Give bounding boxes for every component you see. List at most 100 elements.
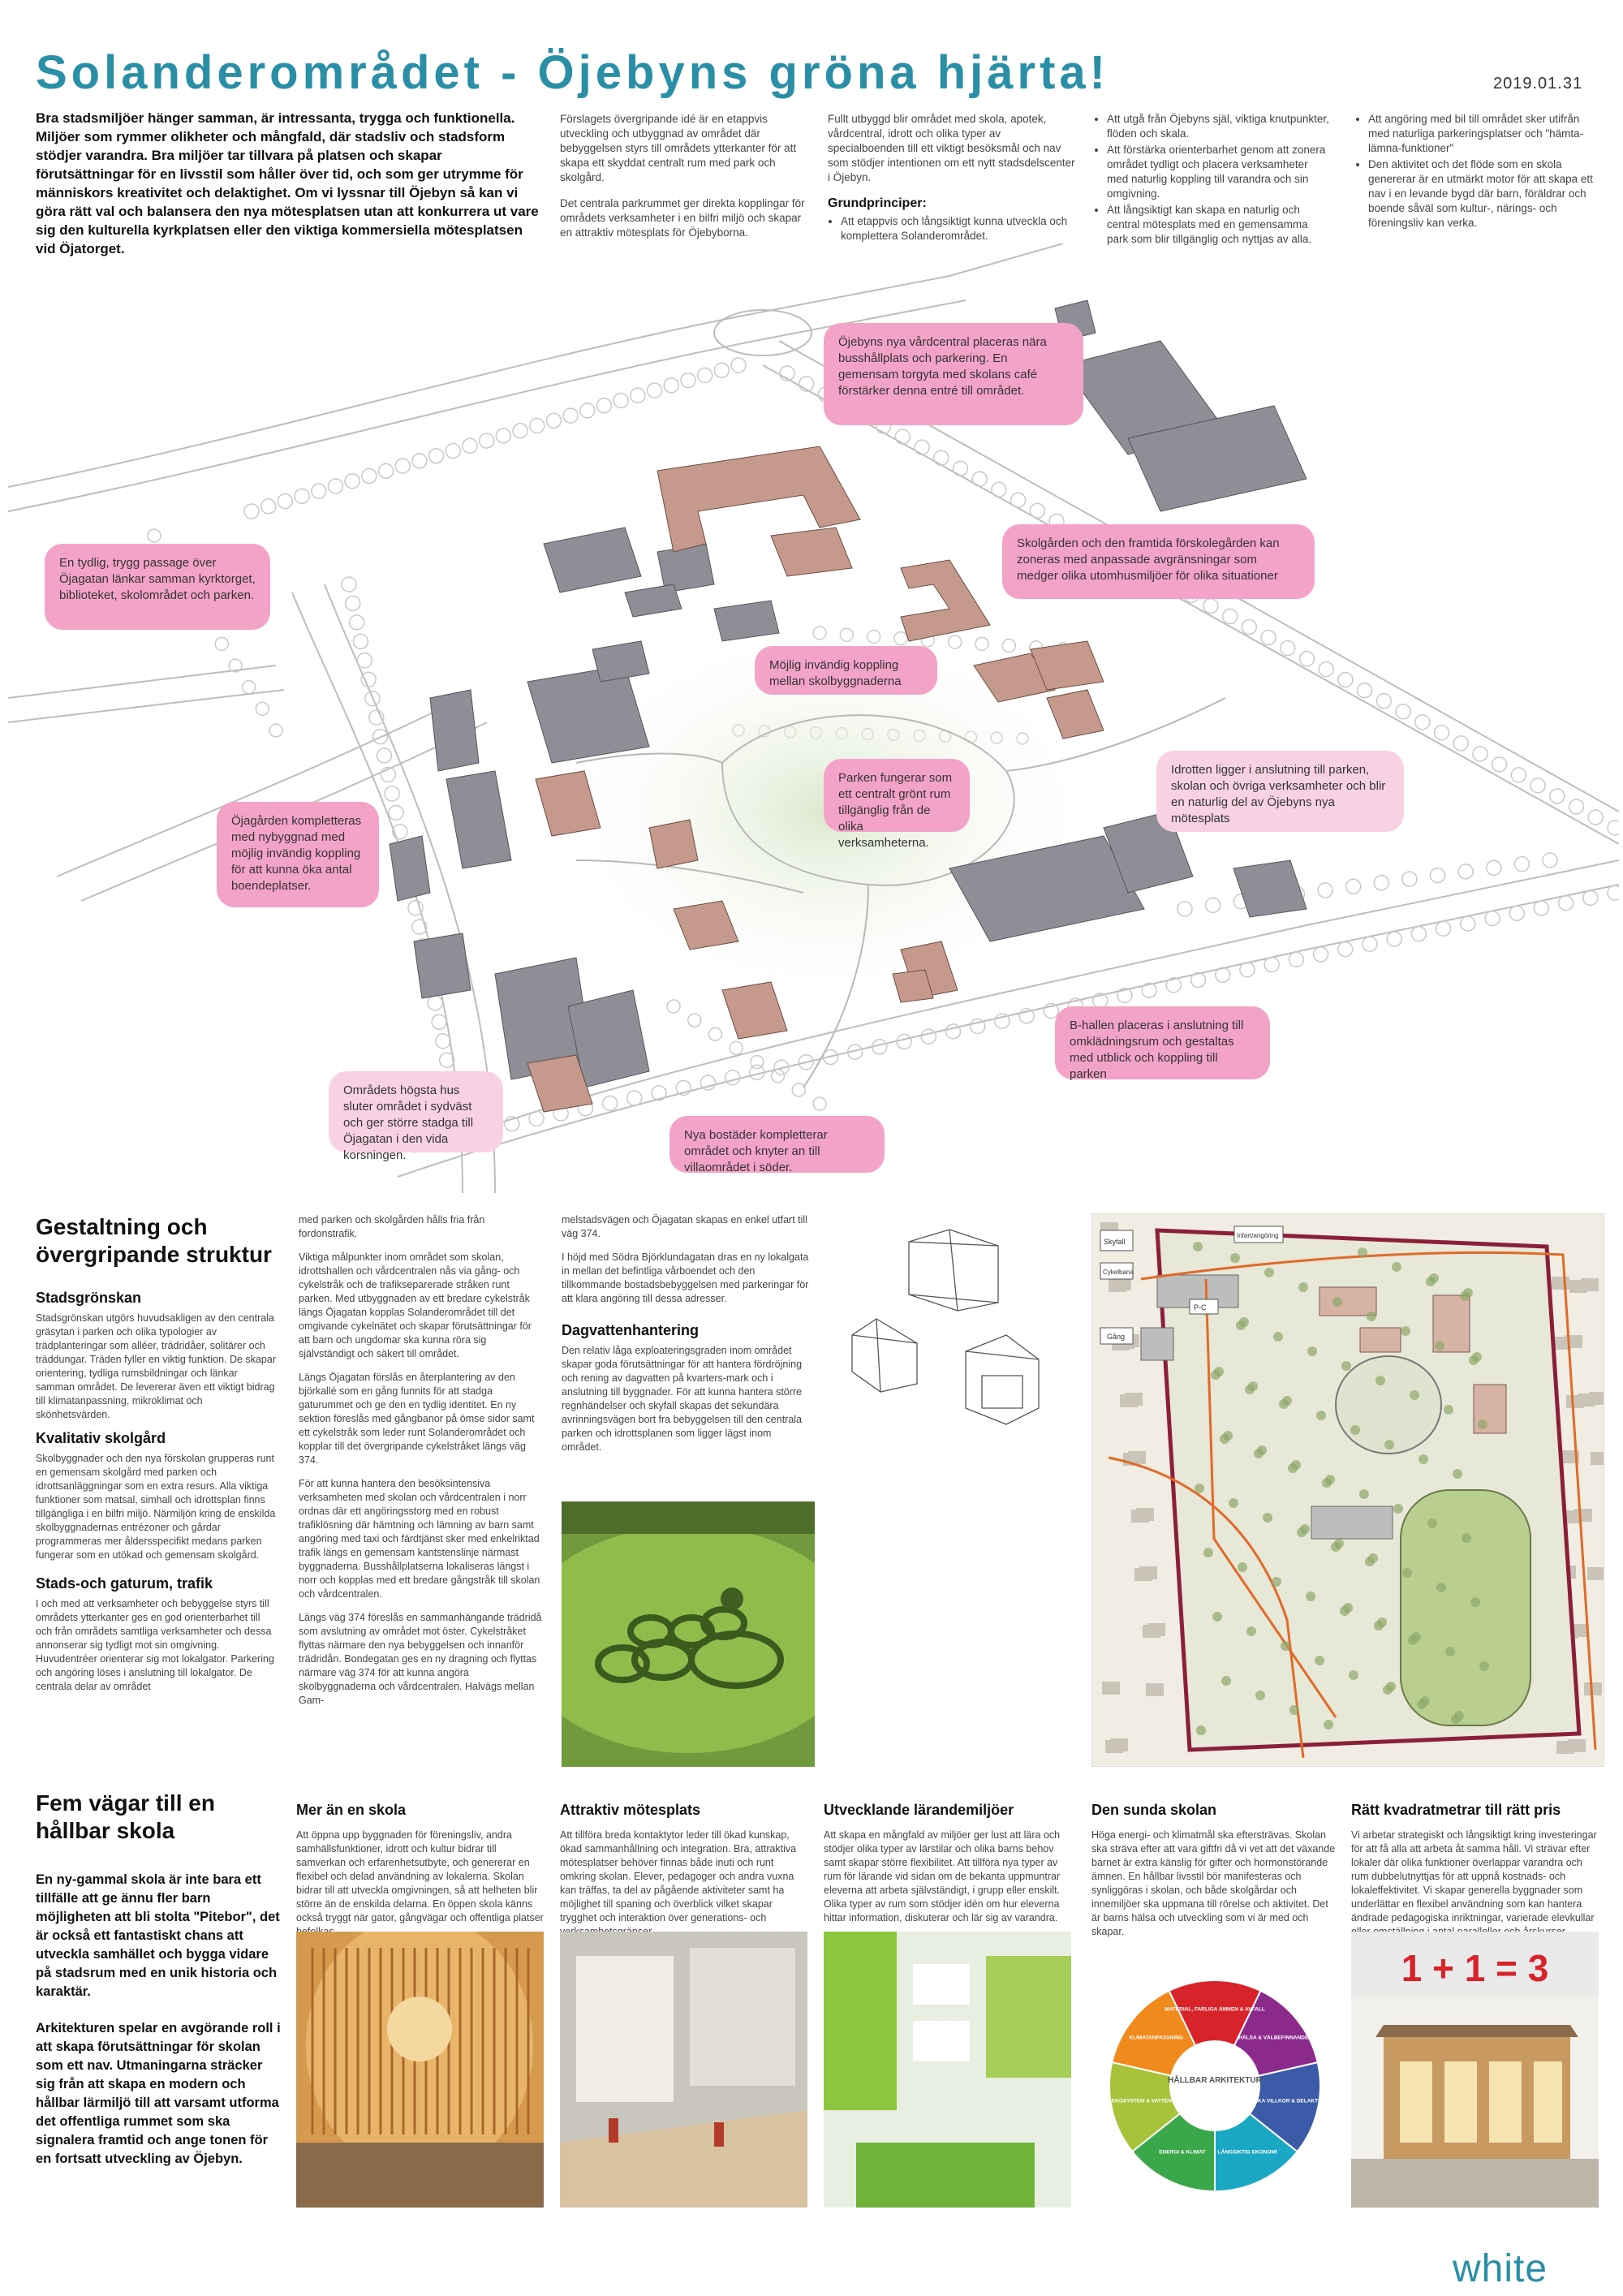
map-house (1139, 1566, 1157, 1579)
tree (1557, 894, 1574, 911)
tree (478, 433, 495, 449)
map-tree (1196, 1725, 1206, 1735)
map-tree (1479, 1661, 1489, 1671)
tree (277, 493, 294, 510)
map-tree (1470, 1597, 1480, 1607)
tree (344, 473, 360, 489)
map-tree (1273, 1332, 1283, 1342)
tree (1204, 897, 1221, 914)
map-label: Infart/angöring (1237, 1232, 1279, 1239)
tree (528, 1110, 545, 1127)
tree (311, 483, 327, 499)
tree (407, 899, 424, 916)
map-house (1561, 1450, 1579, 1463)
tree (773, 1059, 790, 1075)
wheel-label: KLIMATANPASSNING (1129, 2035, 1182, 2040)
map-tree (1332, 1297, 1342, 1307)
tree (431, 1014, 447, 1031)
subheading: Den sunda skolan (1091, 1802, 1217, 1818)
tree (1395, 703, 1411, 720)
tree (1486, 859, 1502, 876)
map-tree (1230, 1253, 1240, 1263)
map-tree (1375, 1376, 1385, 1385)
tree (388, 804, 404, 821)
tree (1414, 714, 1431, 730)
section-heading: Fem vägar till en hållbar skola (36, 1790, 215, 1843)
map-house (1591, 1452, 1608, 1465)
tree (770, 1068, 786, 1083)
body-text: Längs Öjagatan förslås en återplantering… (299, 1372, 535, 1466)
tree (1568, 799, 1585, 815)
lead-text: Bra stadsmiljöer hänger samman, är intre… (36, 110, 539, 256)
map-tree (1427, 1518, 1437, 1528)
tree (812, 1096, 827, 1111)
gestaltning-col-1: Gestaltning och övergripande struktur St… (36, 1213, 279, 1704)
map-tree (1248, 1381, 1258, 1391)
callout-hogsta: Områdets högsta hus sluter området i syd… (329, 1071, 503, 1162)
tree (1513, 855, 1530, 872)
tree (729, 1040, 743, 1056)
map-tree (1368, 1553, 1378, 1563)
tree (1607, 820, 1623, 836)
photo-building: 1 + 1 = 3 (1351, 1932, 1599, 2208)
tree (352, 633, 369, 650)
map-tree (1324, 1720, 1333, 1730)
map-house (1589, 1392, 1607, 1405)
tree (327, 478, 344, 494)
tree (411, 919, 428, 935)
map-tree (1300, 1524, 1310, 1534)
map-tree (1343, 1603, 1353, 1613)
map-tree (1359, 1489, 1369, 1499)
body-text: Höga energi- och klimatmål ska eftersträ… (1091, 1829, 1336, 1937)
map-tree (1358, 1247, 1367, 1257)
tree (255, 701, 270, 717)
aerial-photo-art (562, 1501, 815, 1767)
tree (380, 766, 397, 783)
map-tree (1281, 1641, 1290, 1651)
callout-parken: Parken fungerar som ett centralt grönt r… (824, 759, 970, 850)
tree (708, 1027, 723, 1042)
subheading: Mer än en skola (296, 1802, 407, 1818)
subheading: Dagvattenhantering (562, 1322, 700, 1338)
tree (1509, 905, 1525, 922)
tree (1453, 735, 1469, 752)
bullet-item: Den aktivitet och det flöde som en skola… (1368, 157, 1599, 230)
map-tree (1444, 1405, 1453, 1415)
map-tree (1212, 1612, 1222, 1622)
tree (243, 503, 260, 519)
tree (896, 1033, 912, 1050)
tree (596, 397, 613, 414)
wheel-label: LÅNGSIKTIG EKONOMI (1218, 2147, 1277, 2155)
tree (1530, 778, 1546, 794)
tree (1010, 492, 1027, 509)
tree (1165, 977, 1182, 993)
photo-school-interior (296, 1932, 544, 2208)
tree (991, 481, 1007, 498)
tree (394, 458, 411, 474)
tree (462, 437, 478, 454)
body-text: Skolbyggnader och den nya förskolan grup… (36, 1453, 276, 1561)
sustainability-wheel: HÅLLBAR ARKITEKTUR MATERIAL, FARLIGA ÄMN… (1091, 1932, 1339, 2208)
wheel-label: HÄLSA & VÄLBEFINNANDE (1238, 2034, 1309, 2040)
map-tree (1350, 1425, 1360, 1435)
tree (1337, 671, 1354, 688)
tree (528, 417, 545, 434)
body-text: Att öppna upp byggnaden för föreningsliv… (296, 1829, 544, 1937)
map-tree (1478, 1419, 1487, 1429)
bullet-item: Att långsiktigt kan skapa en naturlig oc… (1107, 203, 1329, 247)
tree (1549, 788, 1565, 804)
wheel-label: ENERGI & KLIMAT (1159, 2149, 1205, 2155)
map-label: Gång (1107, 1333, 1125, 1341)
tree (626, 1090, 643, 1106)
tree (651, 1084, 667, 1101)
tree (545, 412, 562, 429)
map-tree (1386, 1682, 1396, 1691)
map-tree (1289, 1705, 1299, 1715)
map-tree (1255, 1691, 1265, 1700)
tree (1472, 746, 1488, 762)
tree (749, 1064, 765, 1081)
map-tree (1282, 1396, 1292, 1406)
tree (260, 498, 277, 515)
tree (1241, 618, 1258, 635)
